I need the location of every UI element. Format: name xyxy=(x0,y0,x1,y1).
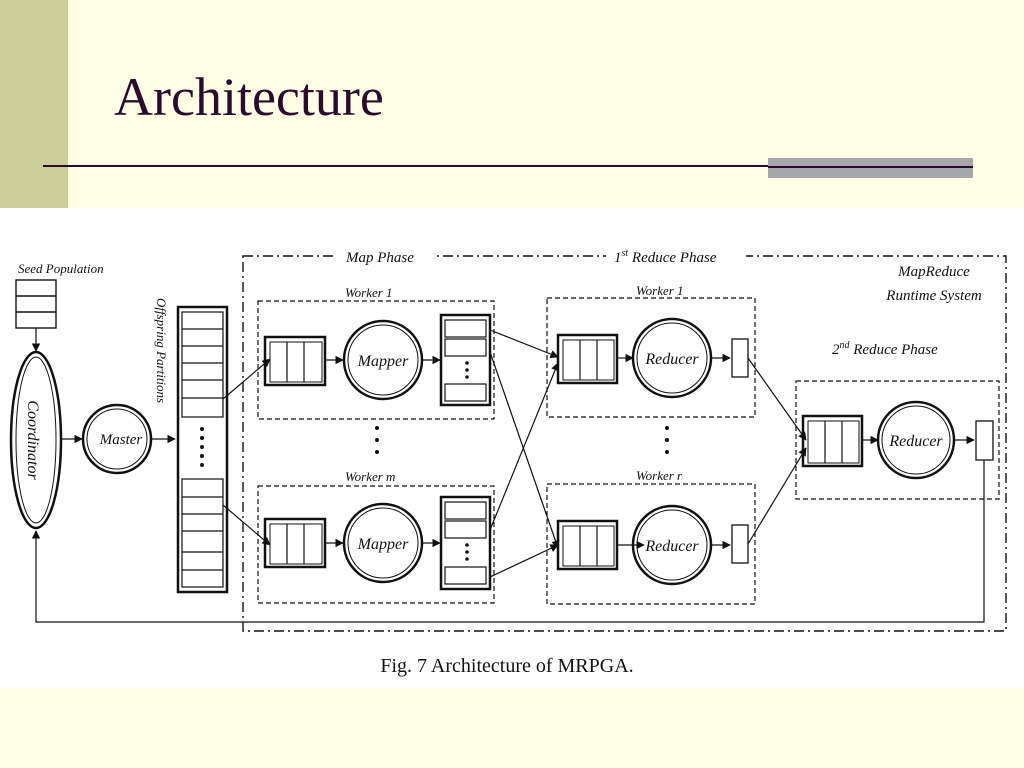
map-phase-label: Map Phase xyxy=(345,250,414,266)
title-accent-line xyxy=(768,166,973,168)
reduce-worker-bottom-box xyxy=(546,483,756,605)
coordinator-label: Coordinator xyxy=(24,400,41,480)
mapper-top-label: Mapper xyxy=(357,353,409,370)
figure-caption: Fig. 7 Architecture of MRPGA. xyxy=(380,655,633,677)
map-worker-bottom-label: Worker m xyxy=(345,469,395,484)
first-reduce-top-to-second-arrow xyxy=(747,357,807,441)
master-label: Master xyxy=(99,432,143,448)
title-rule xyxy=(43,165,773,167)
slide-title: Architecture xyxy=(114,67,384,127)
first-reduce-phase-label: 1st Reduce Phase xyxy=(614,248,717,266)
map-bottom-output-ellipsis xyxy=(465,543,469,561)
second-reduce-phase-label: 2nd Reduce Phase xyxy=(832,340,938,358)
mrpga-architecture-diagram: Map Phase 1st Reduce Phase MapReduce Run… xyxy=(9,246,1007,677)
reducer-top-output xyxy=(731,338,749,378)
offspring-partitions-stack xyxy=(176,305,229,594)
reduce-worker-top-box xyxy=(546,297,756,418)
mapper-bottom-label: Mapper xyxy=(357,536,409,553)
reduce-worker-top-label: Worker 1 xyxy=(636,283,684,298)
figure-panel xyxy=(0,208,1024,688)
partitions-to-map-top-arrow xyxy=(222,358,271,400)
feedback-loop-arrow xyxy=(31,460,985,623)
runtime-system-label-line2: Runtime System xyxy=(885,288,982,304)
seed-population-label: Seed Population xyxy=(18,261,104,276)
reducer-top-label: Reducer xyxy=(644,351,699,368)
map-worker-top-label: Worker 1 xyxy=(345,285,393,300)
runtime-system-label-line1: MapReduce xyxy=(897,264,970,280)
offspring-partitions-label: Offspring Partitions xyxy=(154,298,169,403)
second-reducer-output xyxy=(975,420,994,461)
shuffle-arrows xyxy=(489,329,560,578)
partitions-ellipsis xyxy=(200,427,204,467)
second-reducer-label: Reducer xyxy=(888,433,943,450)
reducer-bottom-label: Reducer xyxy=(644,538,699,555)
title-accent-bar xyxy=(768,158,973,178)
reducer-bottom-output xyxy=(731,524,749,564)
map-top-output-stack xyxy=(439,313,492,407)
first-reduce-bottom-to-second-arrow xyxy=(747,447,807,545)
coordinator-node xyxy=(9,350,63,530)
reduce-worker-bottom-label: Worker r xyxy=(636,468,683,483)
map-workers-ellipsis xyxy=(375,426,379,454)
left-accent-band xyxy=(0,0,68,208)
map-worker-top-box xyxy=(257,300,495,420)
partitions-to-map-bottom-arrow xyxy=(222,504,271,546)
seed-population-stack xyxy=(15,279,57,329)
reduce-bottom-input-queue xyxy=(556,519,619,571)
map-bottom-input-queue xyxy=(263,517,327,569)
reduce-workers-ellipsis xyxy=(665,426,669,454)
map-top-input-queue xyxy=(263,335,327,387)
second-reduce-input-queue xyxy=(801,414,864,468)
reduce-top-input-queue xyxy=(556,333,619,385)
map-bottom-output-stack xyxy=(439,495,492,591)
map-top-output-ellipsis xyxy=(465,361,469,379)
